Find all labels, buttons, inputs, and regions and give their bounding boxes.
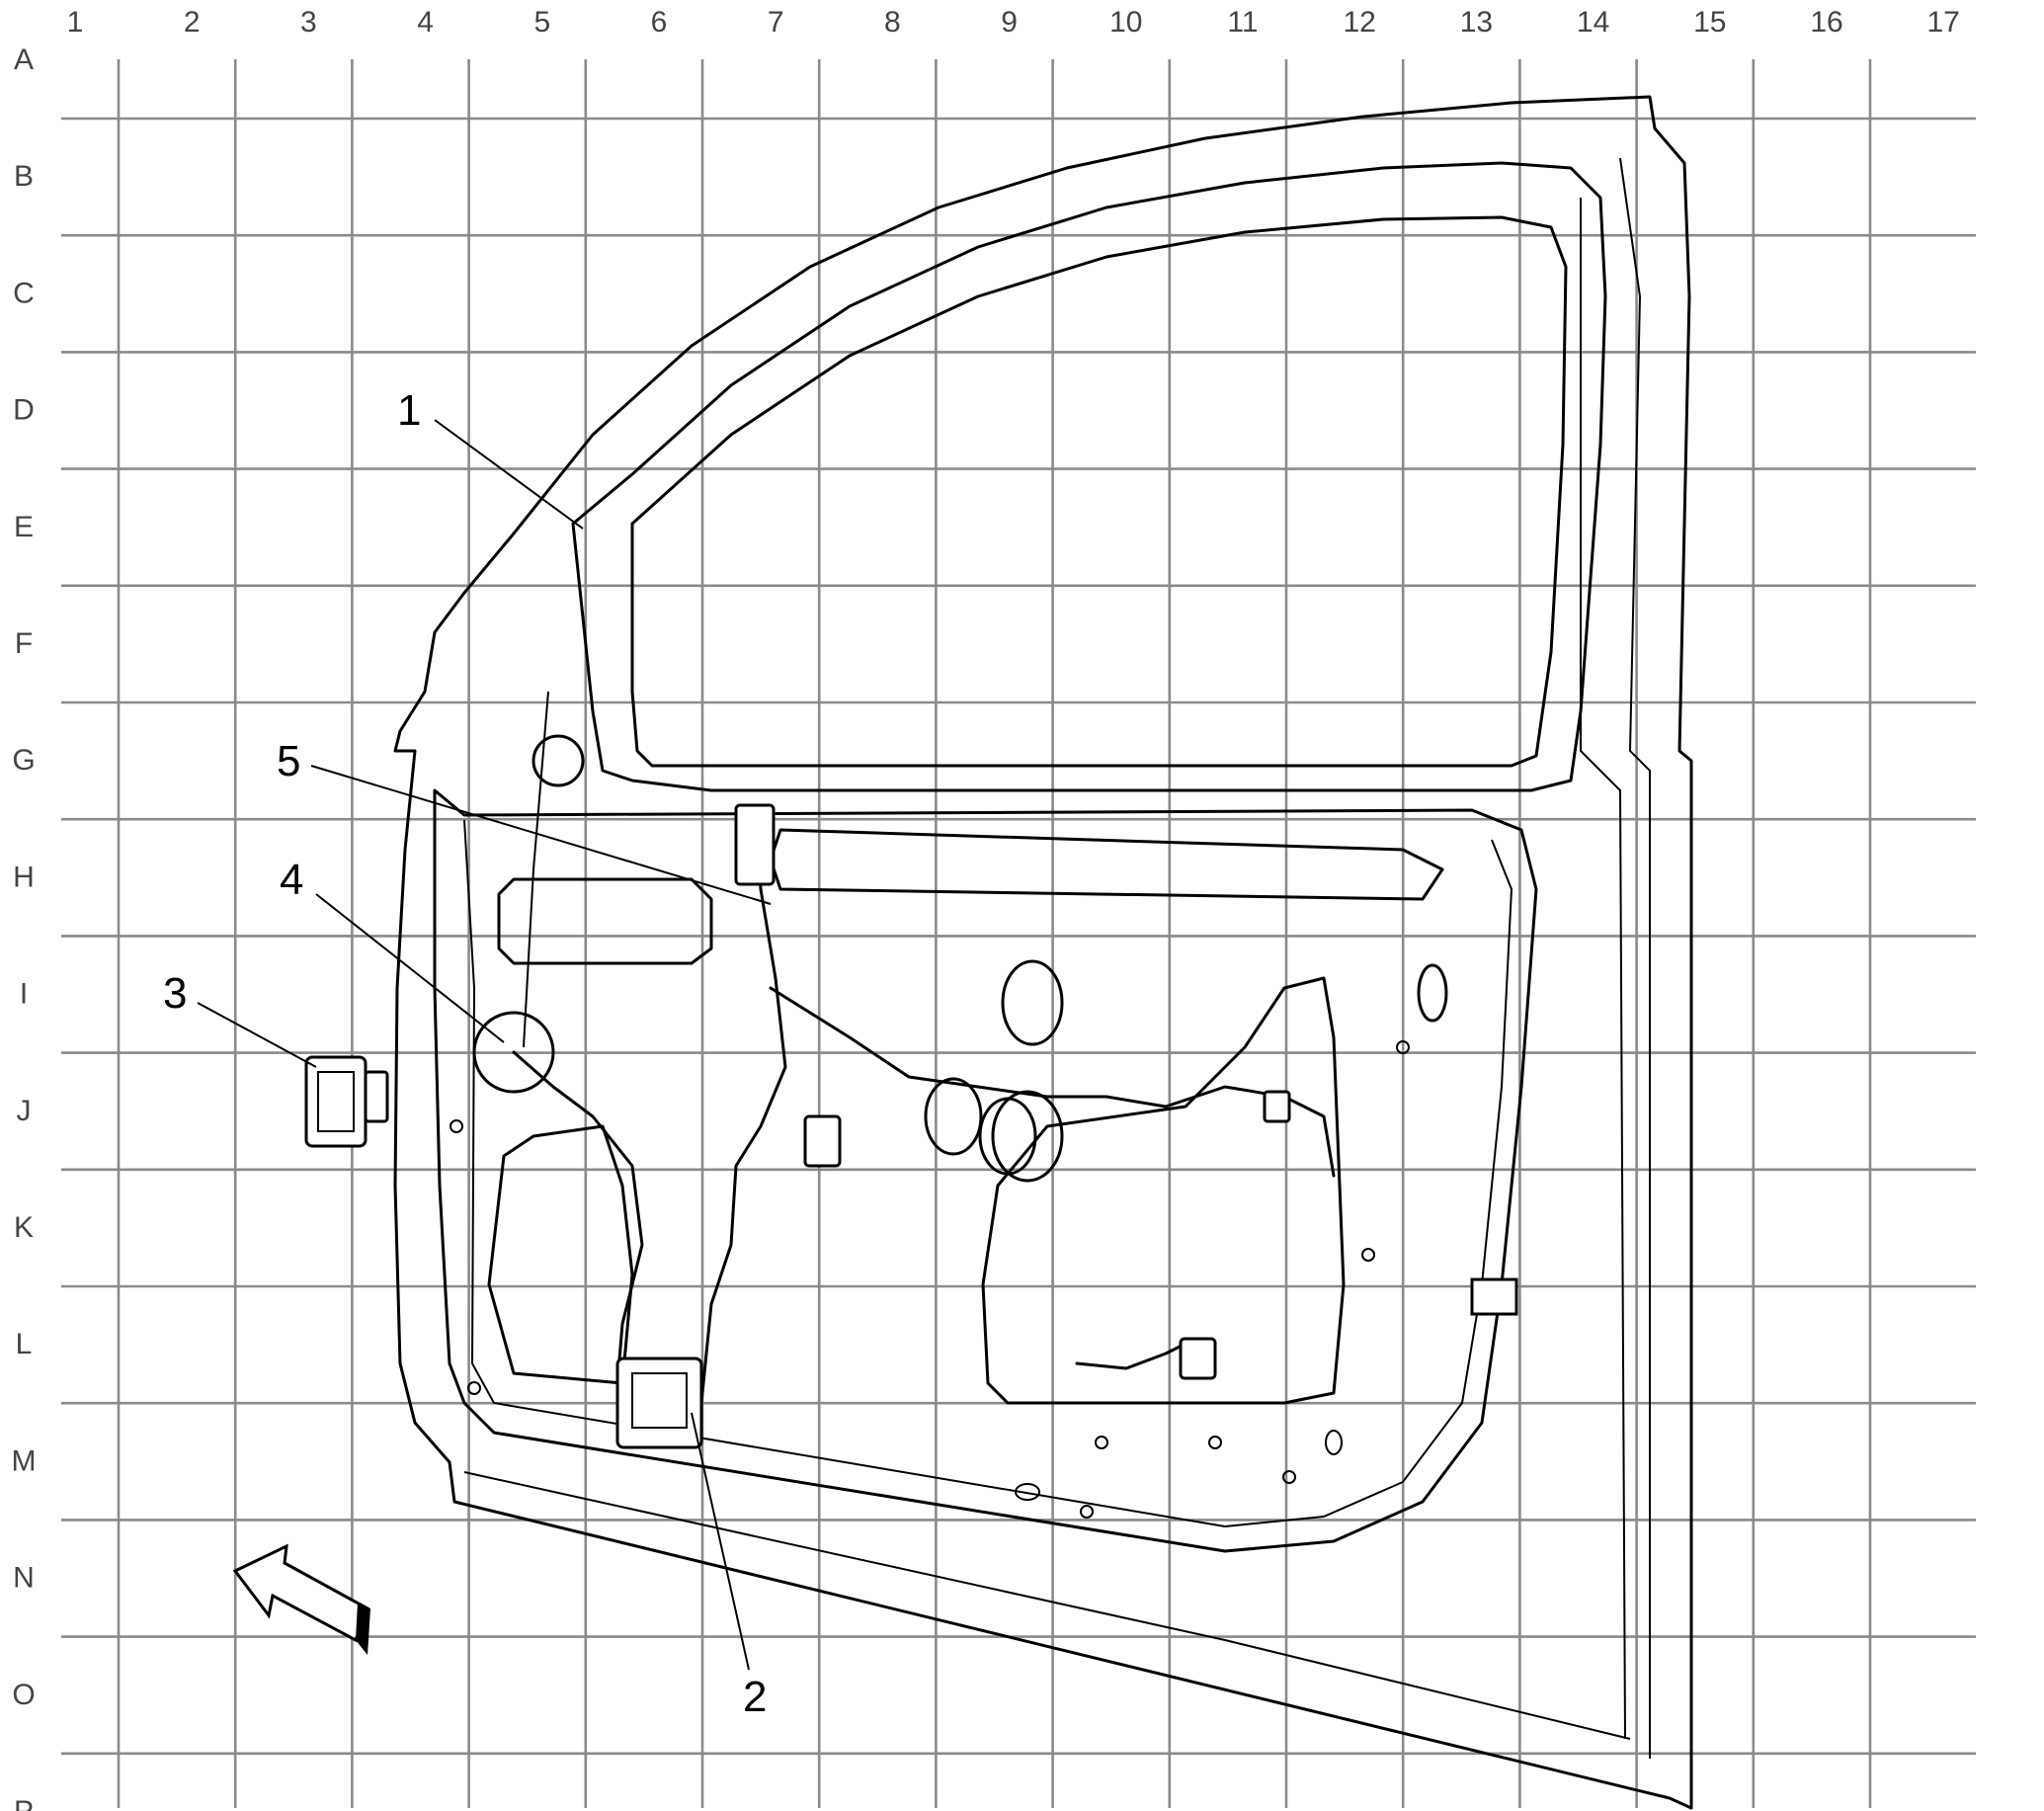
upper-channel xyxy=(497,877,713,965)
latch-hole-2 xyxy=(991,1090,1064,1183)
harness-connector-right xyxy=(1263,1090,1291,1123)
row-label: M xyxy=(12,1444,37,1477)
drain-hole-2 xyxy=(978,1097,1037,1176)
fastener-holes xyxy=(450,1040,1410,1519)
row-label: D xyxy=(13,394,35,427)
row-label: H xyxy=(13,861,35,893)
column-label: 6 xyxy=(651,6,668,39)
door-bottom-edge xyxy=(463,1471,1631,1740)
row-label: G xyxy=(12,744,35,777)
callout-3: 3 xyxy=(163,969,187,1018)
column-label: 7 xyxy=(768,6,784,39)
column-label: 2 xyxy=(184,6,201,39)
row-label: C xyxy=(13,277,35,309)
column-label: 4 xyxy=(417,6,434,39)
column-label: 15 xyxy=(1693,6,1726,39)
column-label: 12 xyxy=(1344,6,1376,39)
column-label: 16 xyxy=(1810,6,1842,39)
row-label: J xyxy=(17,1095,32,1127)
window-motor-connector-detail xyxy=(631,1372,688,1429)
column-label: 11 xyxy=(1227,6,1258,39)
window-motor-connector xyxy=(615,1357,703,1449)
harness-connector-top xyxy=(734,803,776,886)
row-label: L xyxy=(16,1328,33,1360)
row-label: E xyxy=(14,511,34,543)
wiring-harness-main xyxy=(699,808,787,1405)
upper-channel-right xyxy=(769,828,1444,901)
callout-labels: 1 2 3 4 5 xyxy=(163,386,767,1721)
leader-lines xyxy=(197,419,772,1671)
grommet-hole xyxy=(472,1011,555,1094)
row-label: F xyxy=(15,627,33,660)
row-label: P xyxy=(14,1795,34,1811)
drain-hole-1 xyxy=(924,1077,983,1156)
callout-4: 4 xyxy=(280,856,303,904)
row-label: K xyxy=(14,1211,34,1244)
speaker-opening xyxy=(487,1124,634,1385)
column-label: 17 xyxy=(1927,6,1960,39)
inner-panel xyxy=(433,788,1538,1553)
oval-slot xyxy=(1417,963,1448,1023)
callout-5: 5 xyxy=(277,737,300,785)
leader-2 xyxy=(691,1412,750,1671)
row-label: I xyxy=(20,978,28,1011)
front-direction-arrow-icon xyxy=(232,1543,370,1655)
row-label: B xyxy=(14,160,34,193)
leader-4 xyxy=(315,893,505,1043)
column-label: 13 xyxy=(1460,6,1493,39)
cable-upper xyxy=(523,691,549,1048)
leader-1 xyxy=(434,419,584,530)
leader-3 xyxy=(197,1002,317,1068)
column-label: 9 xyxy=(1001,6,1018,39)
column-label: 10 xyxy=(1109,6,1142,39)
mirror-connector-face xyxy=(317,1071,355,1132)
window-frame-outer xyxy=(571,161,1607,792)
column-label: 3 xyxy=(300,6,317,39)
rear-pillar-inner xyxy=(1580,198,1626,1740)
door-outer-frame xyxy=(393,95,1693,1810)
mirror-connector-plug xyxy=(364,1070,389,1123)
window-glass-opening xyxy=(630,215,1568,768)
row-labels: A B C D E F G H I J K L M N O P xyxy=(12,43,37,1811)
door-check-bracket xyxy=(1470,1277,1518,1316)
mirror-connector-body xyxy=(304,1055,368,1148)
wiring-harness-branch-right xyxy=(769,986,1336,1178)
row-label: N xyxy=(13,1562,35,1595)
harness-connector-mid xyxy=(803,1114,842,1168)
rear-pillar xyxy=(1619,157,1651,1759)
column-label: 5 xyxy=(533,6,550,39)
access-opening xyxy=(981,976,1346,1405)
row-label: A xyxy=(14,43,34,76)
leader-5 xyxy=(310,765,772,905)
column-label: 14 xyxy=(1577,6,1609,39)
hinge-hole xyxy=(531,734,585,787)
callout-1: 1 xyxy=(397,386,421,435)
inner-panel-edge xyxy=(463,819,1513,1528)
door-panel xyxy=(304,95,1693,1810)
wiring-harness-branch-left xyxy=(512,1050,644,1385)
row-label: O xyxy=(12,1679,35,1711)
column-label: 1 xyxy=(67,6,84,39)
mirror-connector-assembly xyxy=(304,1055,389,1148)
column-label: 8 xyxy=(884,6,901,39)
latch-hole-1 xyxy=(1001,959,1064,1046)
harness-connector-lower xyxy=(1179,1337,1217,1380)
callout-2: 2 xyxy=(743,1673,767,1721)
